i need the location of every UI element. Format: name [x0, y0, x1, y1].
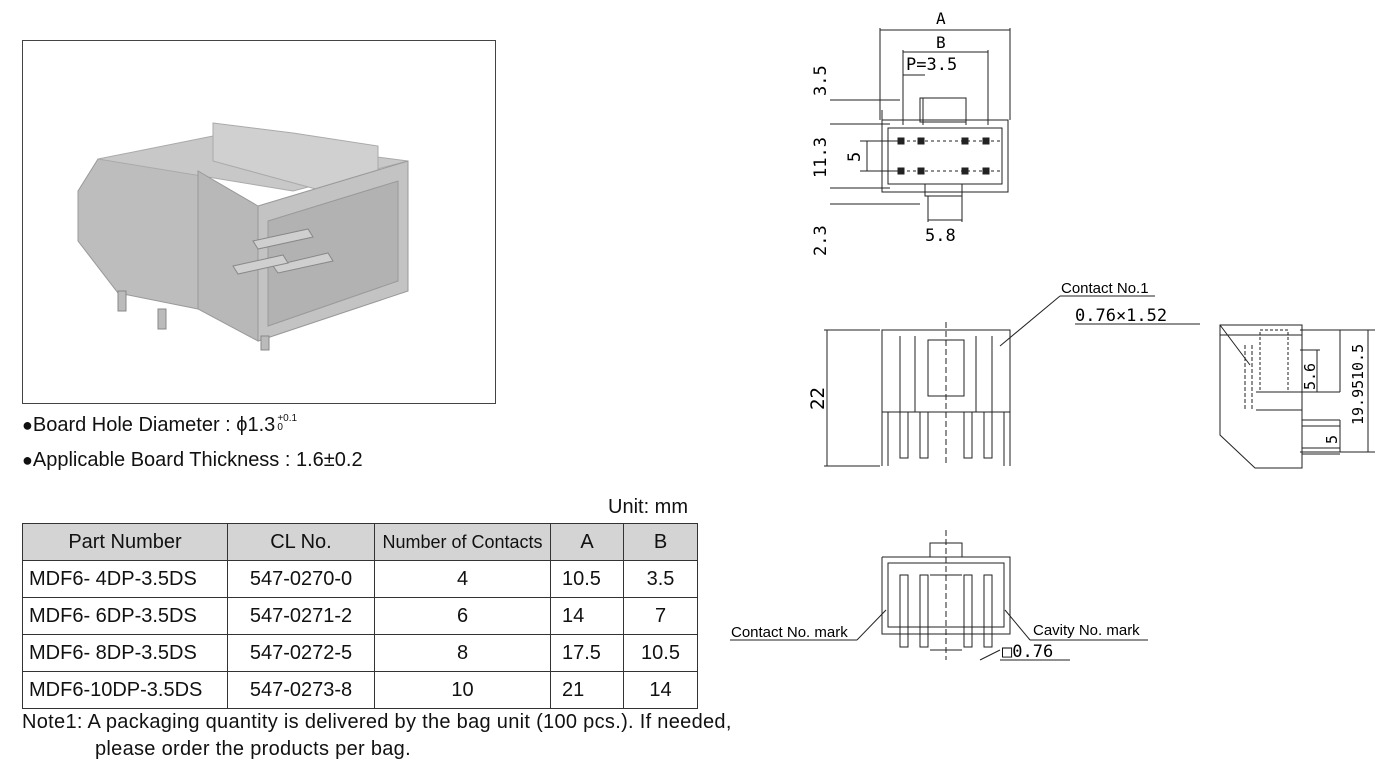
hole-value: ϕ1.3: [236, 414, 276, 436]
contact-mark-label: Contact No. mark: [731, 624, 848, 641]
note-line-2: please order the products per bag.: [95, 738, 411, 760]
cl-no-cell: 547-0273-8: [227, 671, 375, 709]
top-view: [830, 28, 1011, 222]
dim-5-8: 5.8: [925, 226, 956, 246]
bullet-icon: ●: [22, 450, 33, 470]
a-cell: 10.5: [550, 560, 624, 598]
a-cell: 17.5: [550, 634, 624, 672]
side-view: [1075, 323, 1375, 469]
part-number-cell: MDF6- 6DP-3.5DS: [22, 597, 228, 635]
front-view: [824, 295, 1155, 467]
note-line-1: Note1: A packaging quantity is delivered…: [22, 711, 732, 733]
a-cell: 21: [550, 671, 624, 709]
b-cell: 14: [623, 671, 698, 709]
pin-size-label: 0.76×1.52: [1075, 306, 1167, 326]
dim-5b: 5: [1323, 435, 1341, 444]
table-row: MDF6- 4DP-3.5DS 547-0270-0 4 10.5 3.5: [22, 560, 698, 598]
table-row: MDF6-10DP-3.5DS 547-0273-8 10 21 14: [22, 671, 698, 709]
hole-tol-upper: +0.1: [277, 413, 298, 424]
dim-2-3: 2.3: [811, 225, 831, 256]
table-header-row: Part Number CL No. Number of Contacts A …: [22, 523, 698, 561]
dim-3-5: 3.5: [811, 65, 831, 96]
b-cell: 7: [623, 597, 698, 635]
product-photo: [22, 40, 496, 404]
cl-no-cell: 547-0270-0: [227, 560, 375, 598]
contacts-cell: 6: [374, 597, 551, 635]
thickness-value: 1.6±0.2: [295, 449, 363, 471]
unit-label: Unit: mm: [608, 496, 688, 518]
cavity-mark-label: Cavity No. mark: [1033, 622, 1140, 639]
contacts-cell: 10: [374, 671, 551, 709]
header-a: A: [550, 523, 624, 561]
dim-19-95: 19.95: [1349, 380, 1367, 425]
part-table: Part Number CL No. Number of Contacts A …: [22, 523, 698, 709]
dim-10-5: 10.5: [1349, 344, 1367, 380]
b-cell: 10.5: [623, 634, 698, 672]
b-cell: 3.5: [623, 560, 698, 598]
connector-illustration: [77, 122, 409, 351]
header-part-number: Part Number: [22, 523, 228, 561]
cl-no-cell: 547-0272-5: [227, 634, 375, 672]
contacts-cell: 4: [374, 560, 551, 598]
cl-no-cell: 547-0271-2: [227, 597, 375, 635]
dim-22: 22: [807, 387, 829, 410]
hole-label: Board Hole Diameter :: [32, 414, 237, 436]
a-cell: 14: [550, 597, 624, 635]
square-pin-label: □0.76: [1002, 642, 1053, 662]
header-b: B: [623, 523, 698, 561]
part-number-cell: MDF6- 4DP-3.5DS: [22, 560, 228, 598]
header-contacts: Number of Contacts: [374, 523, 551, 561]
dim-5-6: 5.6: [1301, 363, 1319, 390]
contact-no1-label: Contact No.1: [1061, 280, 1149, 297]
dim-b: B: [936, 33, 946, 52]
bottom-view: [730, 530, 1148, 661]
board-thickness-spec: ●Applicable Board Thickness : 1.6±0.2: [22, 449, 363, 472]
bullet-icon: ●: [22, 415, 33, 435]
part-number-cell: MDF6- 8DP-3.5DS: [22, 634, 228, 672]
dim-11-3: 11.3: [811, 137, 831, 178]
pitch-label: P=3.5: [906, 55, 957, 75]
part-number-cell: MDF6-10DP-3.5DS: [22, 671, 228, 709]
contacts-cell: 8: [374, 634, 551, 672]
dim-a: A: [936, 9, 946, 28]
thickness-label: Applicable Board Thickness :: [32, 449, 296, 471]
header-cl-no: CL No.: [227, 523, 375, 561]
table-row: MDF6- 8DP-3.5DS 547-0272-5 8 17.5 10.5: [22, 634, 698, 672]
hole-tol-lower: 0: [277, 422, 283, 433]
technical-drawing: A B P=3.5 3.5 11.3 5 2.3 5.8 Contact No.…: [730, 9, 1375, 662]
dim-5: 5: [845, 152, 865, 162]
table-row: MDF6- 6DP-3.5DS 547-0271-2 6 14 7: [22, 597, 698, 635]
